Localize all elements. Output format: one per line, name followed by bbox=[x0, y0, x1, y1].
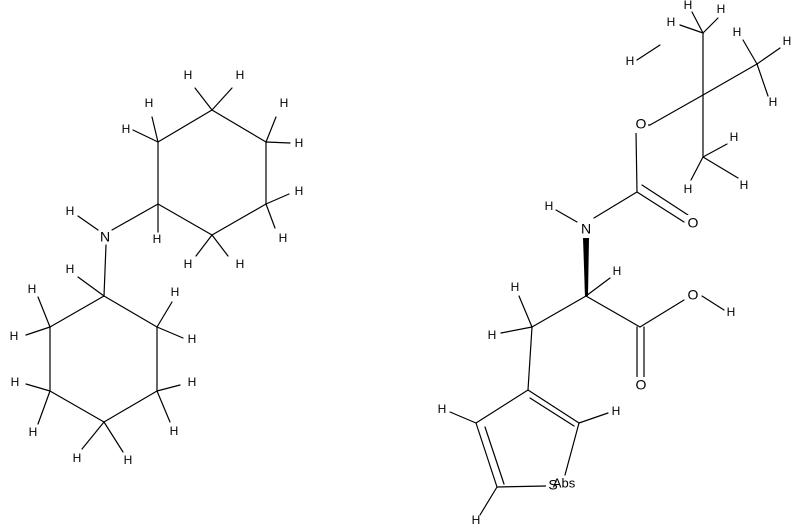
hydrogen-label: H bbox=[29, 425, 38, 439]
ch2-hydrogen: H bbox=[488, 328, 497, 342]
upper-ring-hydrogens-bonds bbox=[132, 87, 291, 257]
hydrogen-label: H bbox=[740, 178, 749, 192]
hydrogen-label: H bbox=[171, 285, 180, 299]
upper-ring-hydrogen-labels: H H H H H H H H H H H bbox=[122, 68, 304, 271]
hydrogen-label: H bbox=[295, 136, 304, 150]
ester-oxygen-atom: O bbox=[636, 116, 647, 132]
carboxyl-oxygen-atom: O bbox=[636, 377, 647, 393]
hydrogen-label: H bbox=[295, 184, 304, 198]
hydrogen-label: H bbox=[684, 0, 693, 12]
hydrogen-label: H bbox=[145, 96, 154, 110]
alpha-ch2-bond bbox=[531, 295, 587, 328]
oh-h-bond bbox=[701, 295, 725, 311]
thiophene-ring bbox=[449, 389, 609, 516]
sulfur-atom: S bbox=[548, 477, 557, 493]
alpha-h-bond bbox=[585, 277, 611, 297]
hydrogen-label: H bbox=[122, 122, 131, 136]
boc-thienylalanine: O O N H H O H O H H H H H S Abs H H H H … bbox=[438, 0, 792, 527]
upper-cyclohexyl-ring bbox=[157, 109, 267, 236]
carboxyl-oh-bond bbox=[639, 299, 685, 328]
hydrogen-label: H bbox=[11, 375, 20, 389]
hydrogen-label: H bbox=[188, 332, 197, 346]
carbamate-n-bond bbox=[593, 191, 638, 219]
hydrogen-label: H bbox=[170, 424, 179, 438]
amine-hydrogen: H bbox=[66, 204, 75, 218]
lower-cyclohexyl-ring bbox=[49, 295, 158, 423]
tert-butyl-hydrogen-labels: H H H H H H H H H H bbox=[626, 0, 792, 196]
hydrogen-label: H bbox=[783, 34, 792, 48]
ch2-h-bond bbox=[500, 326, 533, 334]
hydrogen-label: H bbox=[684, 182, 693, 196]
alpha-carboxyl-bond bbox=[585, 295, 641, 328]
ch2-hydrogen: H bbox=[511, 280, 520, 294]
thiophene-hydrogen: H bbox=[438, 402, 447, 416]
n-c-bond-lower bbox=[103, 244, 107, 297]
hydrogen-label: H bbox=[769, 95, 778, 109]
methyl-h-bond-left bbox=[636, 44, 661, 61]
carbonyl-double-bond-b bbox=[641, 184, 689, 216]
lower-ring-hydrogens-bonds bbox=[25, 276, 184, 453]
hydrogen-label: H bbox=[184, 257, 193, 271]
hydrogen-label: H bbox=[280, 96, 289, 110]
ch2-h-bond bbox=[518, 295, 533, 328]
hydrogen-label: H bbox=[124, 453, 133, 467]
stereo-wedge-bond-body bbox=[583, 238, 589, 296]
hydrogen-label: H bbox=[184, 68, 193, 82]
hydrogen-label: H bbox=[28, 282, 37, 296]
hydrogen-label: H bbox=[626, 54, 635, 68]
hydroxyl-hydrogen: H bbox=[727, 305, 736, 319]
nitrogen-atom-amine: N bbox=[100, 229, 110, 245]
o-carbonyl-bond bbox=[635, 131, 638, 193]
hydrogen-label: H bbox=[236, 257, 245, 271]
hydrogen-label: H bbox=[279, 231, 288, 245]
hydrogen-label: H bbox=[73, 451, 82, 465]
n-c-bond-upper bbox=[111, 203, 159, 231]
hydroxyl-oxygen-atom: O bbox=[688, 287, 699, 303]
tert-butyl-group bbox=[649, 11, 781, 181]
carbonyl-oxygen-atom: O bbox=[688, 215, 699, 231]
hydrogen-label: H bbox=[730, 130, 739, 144]
carbonyl-double-bond-a bbox=[636, 191, 685, 223]
carbamate-nitrogen-atom: N bbox=[581, 221, 591, 237]
nh-bond bbox=[555, 209, 578, 223]
n-h-bond bbox=[77, 215, 99, 231]
hydrogen-label: H bbox=[667, 15, 676, 29]
lower-ring-hydrogen-labels: H H H H H H H H H H H bbox=[10, 262, 197, 467]
thiophene-hydrogen: H bbox=[472, 513, 481, 527]
nh-hydrogen: H bbox=[545, 199, 554, 213]
thiophene-hydrogen: H bbox=[612, 404, 621, 418]
hydrogen-label: H bbox=[717, 2, 726, 16]
hydrogen-label: H bbox=[236, 68, 245, 82]
ch2-thiophene-bond bbox=[527, 326, 533, 391]
hydrogen-label: H bbox=[10, 329, 19, 343]
alpha-hydrogen: H bbox=[613, 264, 622, 278]
hydrogen-label: H bbox=[66, 262, 75, 276]
hydrogen-label: H bbox=[153, 232, 162, 246]
dicyclohexylamine: N H H H H H H H H H H H H H H H H H H H … bbox=[10, 68, 304, 467]
hydrogen-label: H bbox=[733, 25, 742, 39]
hydrogen-label: H bbox=[188, 375, 197, 389]
abs-stereo-label: Abs bbox=[553, 475, 576, 490]
